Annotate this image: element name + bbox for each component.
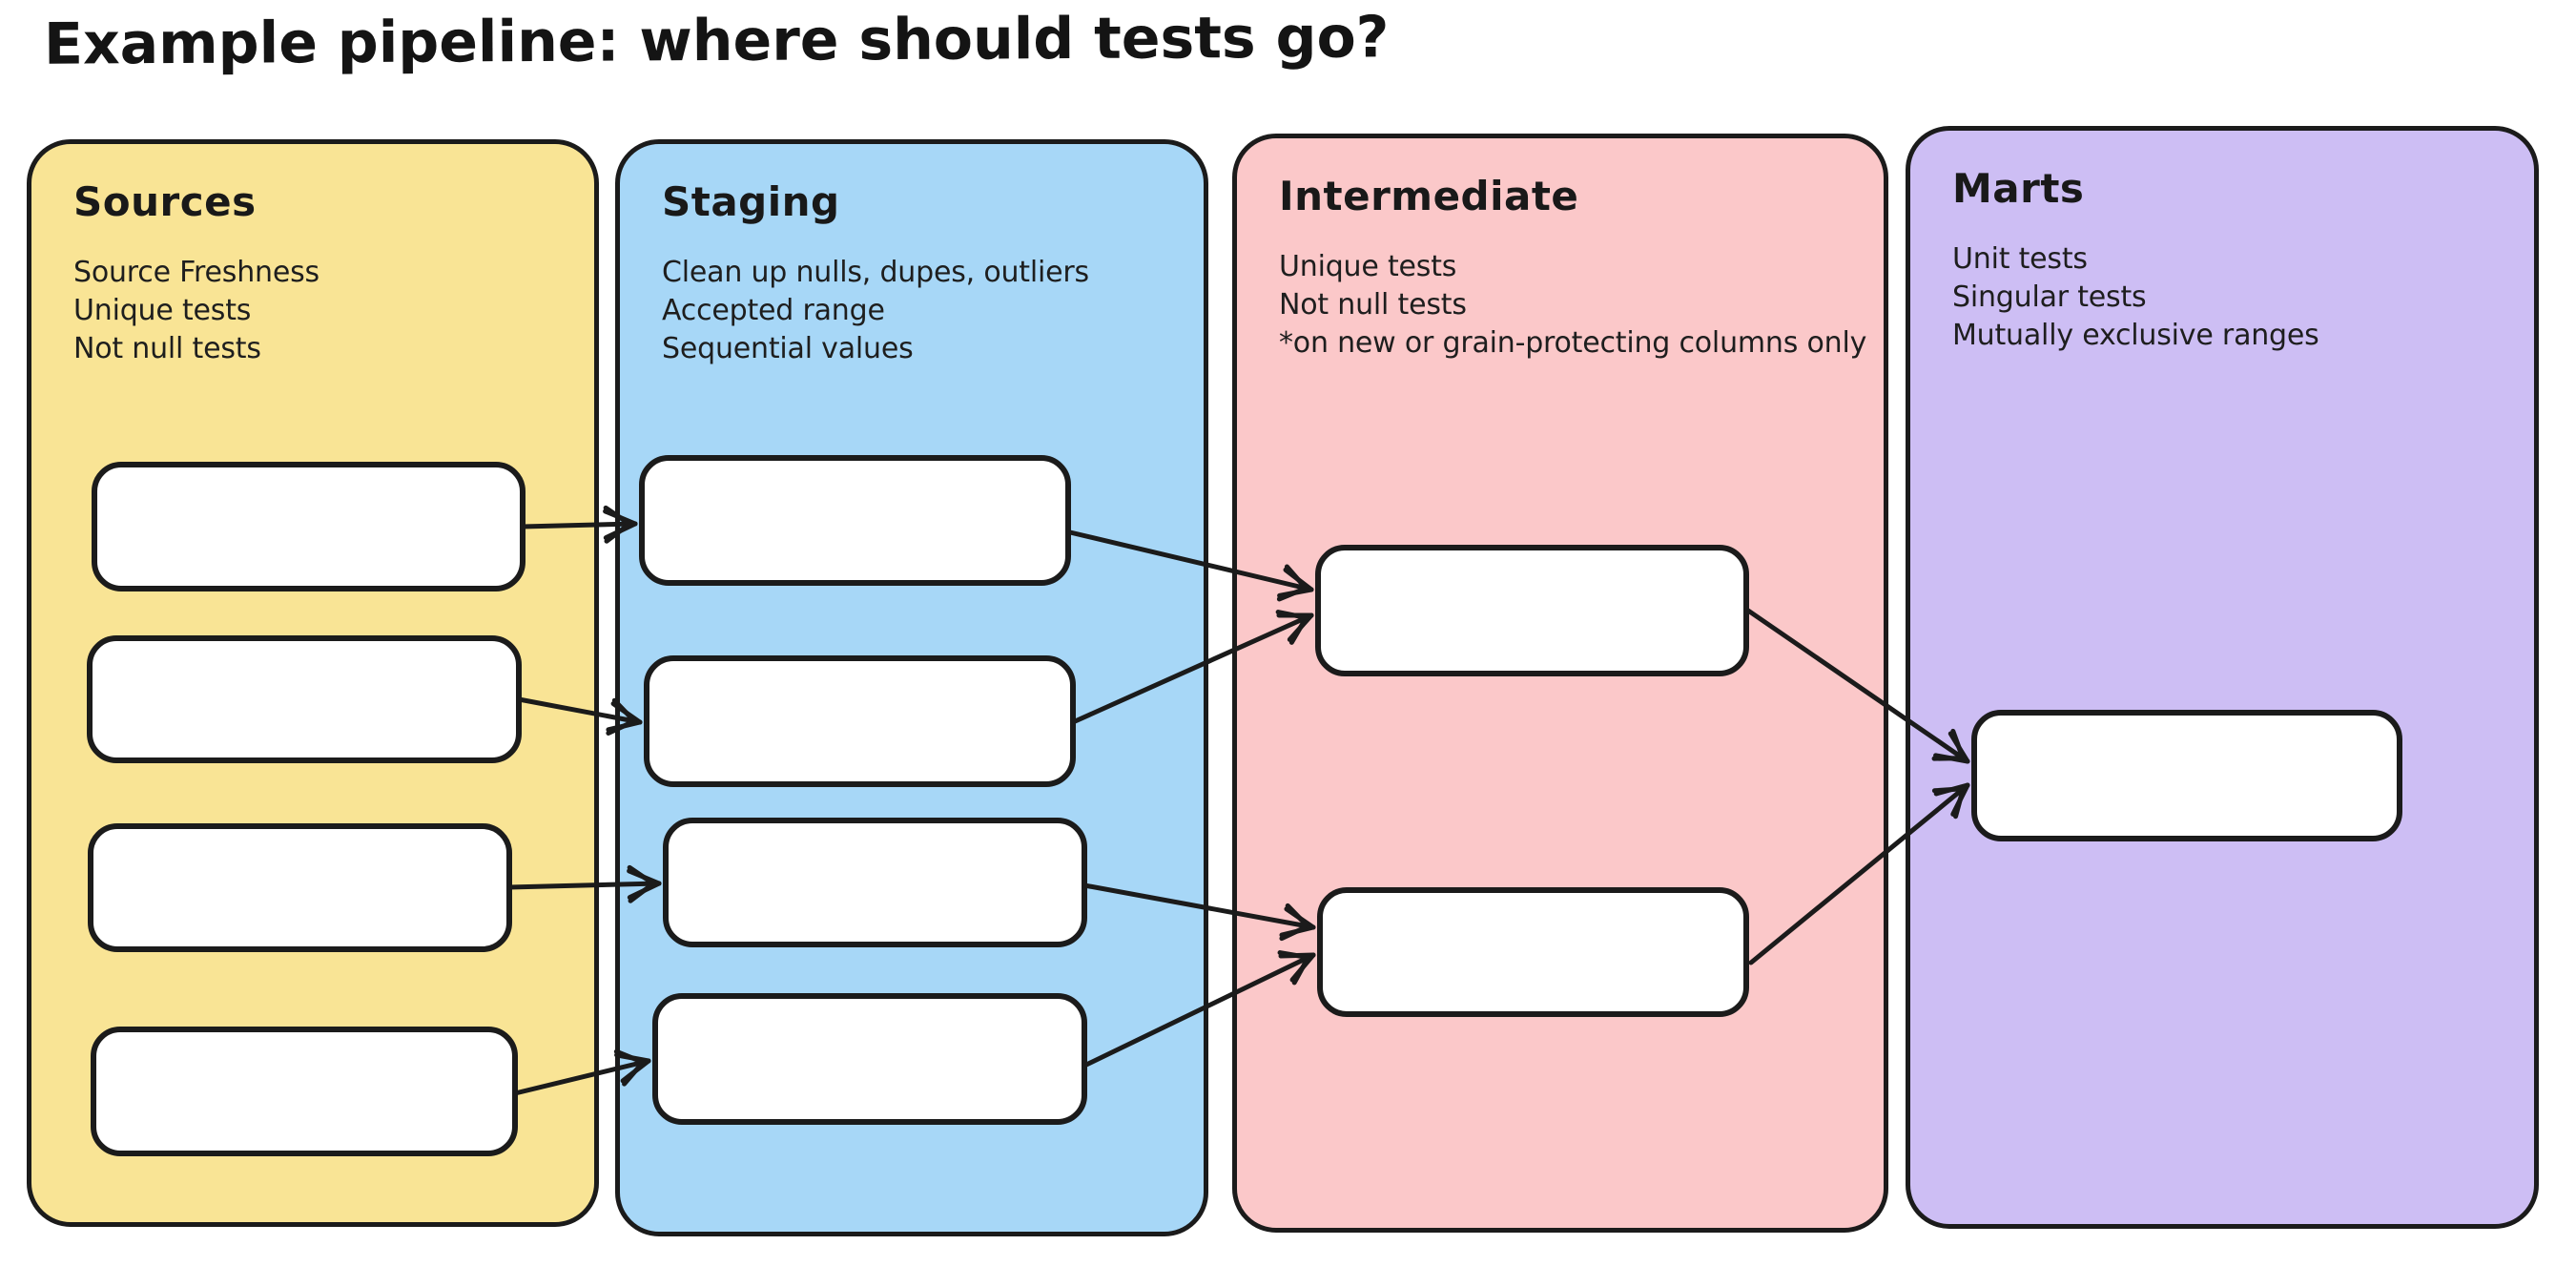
column-sources-note-1: Source Freshness <box>73 256 319 289</box>
column-intermediate-header: Intermediate <box>1279 173 1579 219</box>
column-marts-note-1: Unit tests <box>1952 242 2088 276</box>
column-sources-note-3: Not null tests <box>73 332 261 365</box>
column-staging-note-1: Clean up nulls, dupes, outliers <box>662 256 1089 289</box>
diagram-title: Example pipeline: where should tests go? <box>43 4 1390 78</box>
column-marts-header: Marts <box>1952 165 2085 212</box>
column-intermediate-note-3: *on new or grain-protecting columns only <box>1279 326 1867 360</box>
column-intermediate-note-1: Unique tests <box>1279 250 1457 283</box>
column-staging-header: Staging <box>662 178 840 225</box>
column-sources-header: Sources <box>73 178 257 225</box>
column-sources-note-2: Unique tests <box>73 294 252 327</box>
column-marts-note-3: Mutually exclusive ranges <box>1952 319 2319 352</box>
column-intermediate-note-2: Not null tests <box>1279 288 1467 322</box>
column-staging-note-3: Sequential values <box>662 332 914 365</box>
column-staging-note-2: Accepted range <box>662 294 885 327</box>
column-marts-note-2: Singular tests <box>1952 280 2147 314</box>
